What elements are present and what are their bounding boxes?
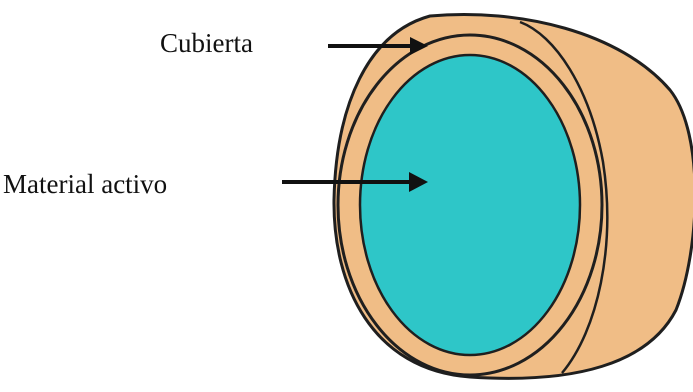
active-material-label: Material activo (3, 171, 167, 198)
shell-label: Cubierta (160, 30, 253, 57)
active-material-core (360, 55, 580, 355)
